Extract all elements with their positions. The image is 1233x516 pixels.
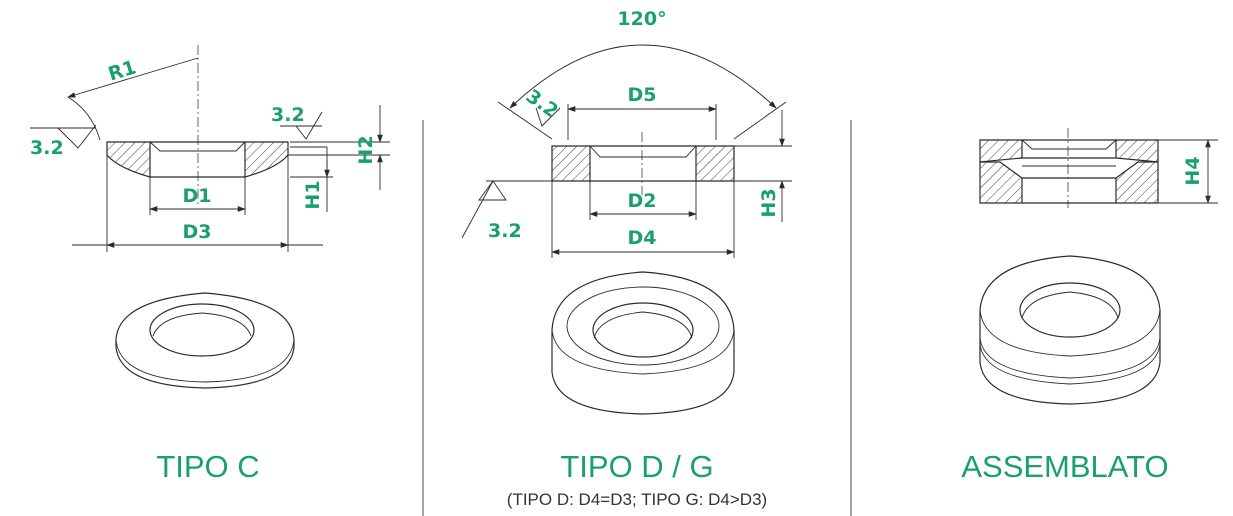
panel-title-tipo-c: TIPO C: [156, 449, 259, 484]
label-d4: D4: [628, 227, 657, 249]
label-d1: D1: [183, 185, 212, 207]
panel-title-assemblato: ASSEMBLATO: [961, 449, 1168, 484]
label-h2: H2: [355, 135, 377, 164]
assemblato-section-drawing: [979, 128, 1218, 208]
tipo-c-3d-view: [115, 292, 295, 389]
panel-subtitle-tipo-dg: (TIPO D: D4=D3; TIPO G: D4>D3): [507, 490, 767, 509]
label-d5: D5: [628, 84, 657, 106]
label-roughness-c-left: 3.2: [30, 137, 64, 159]
label-h4: H4: [1182, 156, 1204, 185]
label-roughness-dg-top: 3.2: [522, 85, 562, 122]
label-roughness-c-right: 3.2: [271, 104, 305, 126]
assemblato-3d-view: [979, 255, 1161, 405]
label-h3: H3: [758, 188, 780, 217]
label-r1: R1: [106, 56, 139, 85]
label-h1: H1: [302, 180, 324, 209]
panel-title-tipo-dg: TIPO D / G: [560, 449, 713, 484]
tipo-c-section-drawing: [30, 45, 390, 252]
tipo-dg-3d-view: [551, 271, 735, 415]
label-d2: D2: [628, 190, 657, 212]
label-roughness-dg-left: 3.2: [488, 220, 522, 242]
label-d3: D3: [183, 221, 212, 243]
label-angle-120: 120°: [617, 8, 666, 30]
tipo-dg-section-drawing: [461, 44, 792, 258]
